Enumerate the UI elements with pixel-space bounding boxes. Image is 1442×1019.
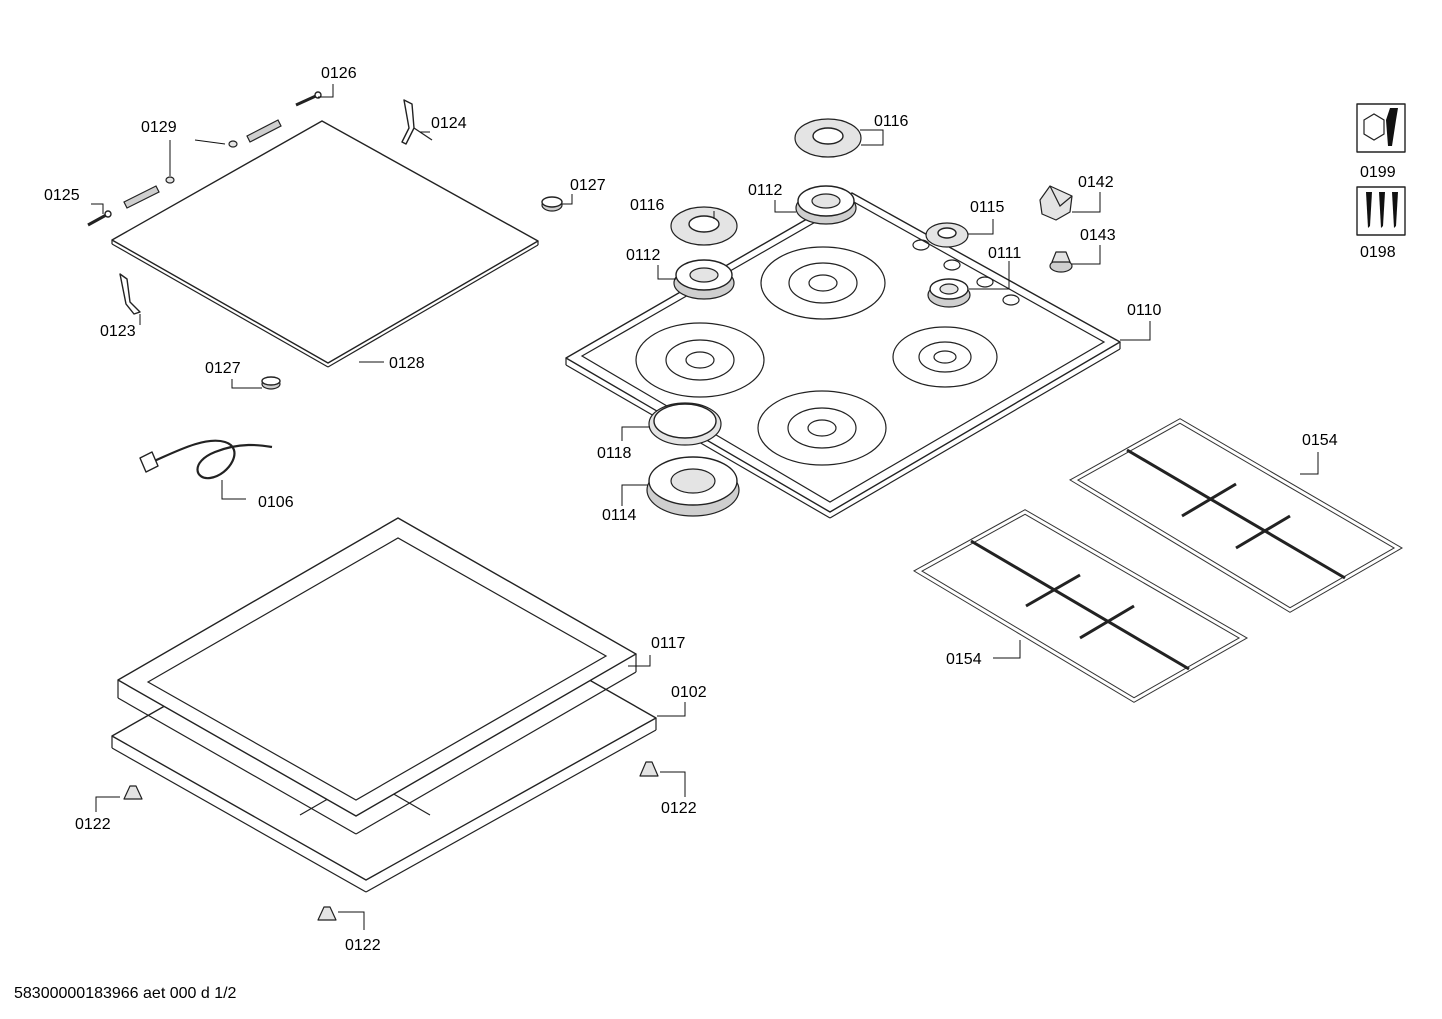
foot-0122-right[interactable] (639, 761, 659, 777)
hob-burner-well-right (892, 326, 998, 388)
label-0154-front: 0154 (946, 651, 982, 668)
label-0124: 0124 (431, 115, 467, 132)
label-0110: 0110 (1127, 302, 1162, 319)
bracket-0123[interactable] (119, 273, 141, 315)
hob-burner-well-front (757, 390, 887, 466)
power-cable-0106[interactable] (139, 439, 273, 480)
rubber-foot-0127-left[interactable] (261, 376, 281, 390)
label-0106: 0106 (258, 494, 294, 511)
screws-icon (1356, 186, 1406, 236)
label-0126: 0126 (321, 65, 357, 82)
knob-ring-0143[interactable] (1049, 251, 1073, 273)
label-0112-top: 0112 (748, 182, 783, 199)
label-0129: 0129 (141, 119, 177, 136)
trim-strip-left[interactable] (123, 185, 160, 209)
hob-knob-holes (912, 239, 1020, 306)
label-0142: 0142 (1078, 174, 1114, 191)
screw-0126[interactable] (295, 91, 322, 107)
burner-head-0112-top[interactable] (795, 185, 857, 225)
label-0127-left: 0127 (205, 360, 241, 377)
spacer-0129-upper[interactable] (228, 140, 238, 148)
label-0122-bottom: 0122 (345, 937, 381, 954)
hob-top-0110[interactable] (565, 192, 1121, 519)
burner-cap-0115[interactable] (925, 222, 969, 248)
label-0128: 0128 (389, 355, 425, 372)
label-0118: 0118 (597, 445, 632, 462)
label-0122-right: 0122 (661, 800, 697, 817)
label-0116-top: 0116 (874, 113, 909, 130)
screw-0125[interactable] (87, 210, 112, 227)
label-0115: 0115 (970, 199, 1005, 216)
foot-0122-bottom[interactable] (317, 906, 337, 921)
spacer-0129-lower[interactable] (165, 176, 175, 184)
label-0114: 0114 (602, 507, 637, 524)
trim-strip-right[interactable] (246, 119, 282, 143)
burner-head-0111[interactable] (927, 278, 971, 308)
label-0112-left: 0112 (626, 247, 661, 264)
label-0122-left: 0122 (75, 816, 111, 833)
label-0111: 0111 (988, 245, 1021, 262)
glass-plate-0128[interactable] (111, 120, 539, 368)
label-0125: 0125 (44, 187, 80, 204)
rubber-foot-0127-right[interactable] (541, 196, 563, 212)
label-0143: 0143 (1080, 227, 1116, 244)
label-0199: 0199 (1360, 164, 1396, 181)
label-0123: 0123 (100, 323, 136, 340)
burner-head-0112-left[interactable] (673, 259, 735, 300)
label-0154-back: 0154 (1302, 432, 1338, 449)
burner-cap-0116-left[interactable] (670, 206, 738, 246)
label-0127-right: 0127 (570, 177, 606, 194)
burner-cap-0118[interactable] (648, 402, 722, 446)
foot-0122-left[interactable] (123, 785, 143, 800)
label-0198: 0198 (1360, 244, 1396, 261)
label-0116-left: 0116 (630, 197, 665, 214)
frame-0117[interactable] (117, 517, 637, 835)
hob-burner-well-back (760, 246, 886, 320)
hob-burner-well-left (635, 322, 765, 398)
burner-cap-0116-top[interactable] (794, 118, 862, 158)
label-0102: 0102 (671, 684, 707, 701)
bracket-0124[interactable] (401, 99, 433, 145)
pan-support-0154-back[interactable] (1069, 418, 1403, 613)
leader-lines (91, 84, 1319, 930)
pan-support-0154-front[interactable] (912, 509, 1249, 703)
control-knob-0142[interactable] (1039, 185, 1073, 221)
wrench-nut-icon (1356, 103, 1406, 153)
label-0117: 0117 (651, 635, 686, 652)
footer-code: 58300000183966 aet 000 d 1/2 (14, 985, 237, 1002)
burner-head-0114[interactable] (646, 456, 740, 517)
